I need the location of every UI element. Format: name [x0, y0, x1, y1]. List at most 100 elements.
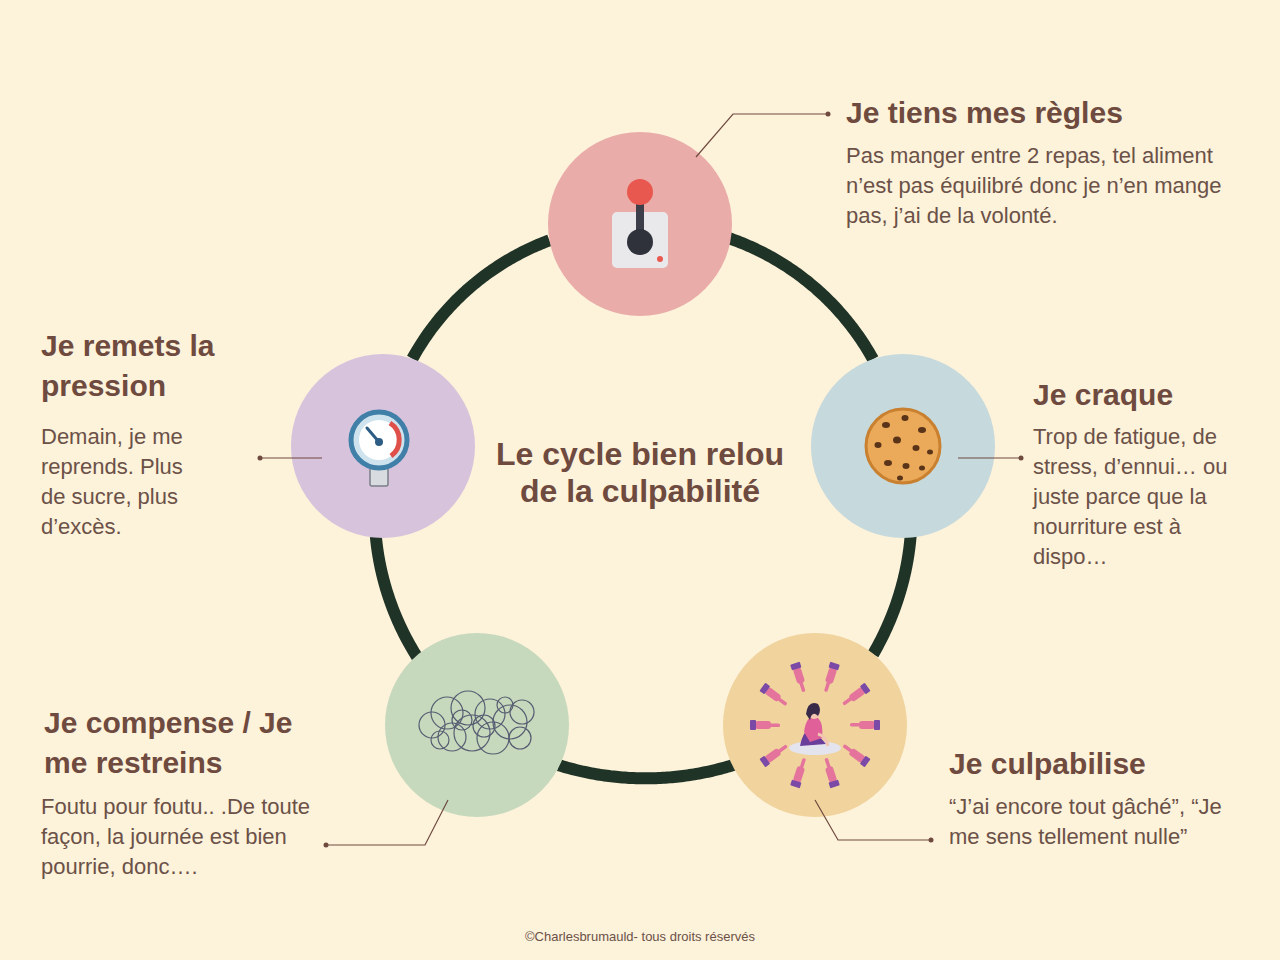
pressure-gauge-icon [367, 428, 379, 442]
text-holder: Je culpabilise [949, 744, 1269, 784]
scribble-icon [497, 697, 513, 713]
leader-dot [258, 456, 263, 461]
cookie-icon [902, 415, 909, 421]
leader-line [958, 457, 1020, 458]
scribble-icon [419, 712, 445, 738]
blamed-person-icon [750, 662, 880, 789]
joystick-icon [627, 229, 653, 255]
step-circle [548, 132, 732, 316]
cookie-icon [913, 445, 920, 451]
step-description: Trop de fatigue, de stress, d’ennui… ou … [1033, 422, 1253, 572]
leader-line [815, 800, 930, 840]
blamed-person-icon [759, 683, 789, 709]
blamed-person-icon [840, 742, 870, 768]
cookie-icon [897, 476, 903, 481]
step-description: Foutu pour foutu.. .De toute façon, la j… [41, 792, 313, 882]
text-holder: ©Charlesbrumauld- tous droits réservés [0, 928, 1280, 946]
scribble-icon [438, 723, 466, 751]
leader-dot [324, 843, 329, 848]
blamed-person-icon [790, 662, 809, 694]
step-heading: Je culpabilise [949, 744, 1269, 784]
cookie-icon [882, 422, 890, 428]
joystick-icon [627, 179, 653, 205]
scribble-icon [473, 715, 495, 737]
blamed-person-icon [800, 728, 826, 746]
cycle-step: Je craqueTrop de fatigue, de stress, d’e… [811, 354, 995, 538]
blamed-person-icon [759, 742, 789, 768]
leader-line [328, 800, 448, 845]
leader-dot [258, 112, 1024, 848]
step-circle [385, 633, 569, 817]
step-circle [548, 132, 732, 316]
cycle-ring-segment [412, 240, 549, 358]
joystick-icon [612, 212, 668, 268]
joystick-icon [657, 256, 663, 262]
step-heading: Je craque [1033, 375, 1268, 415]
leader-dot [826, 112, 831, 117]
cookie-icon [919, 466, 925, 471]
cycle-ring-segment [559, 765, 734, 778]
copyright-caption: ©Charlesbrumauld- tous droits réservés [0, 928, 1280, 946]
cycle-step: Je compense / Je me restreinsFoutu pour … [385, 633, 569, 817]
leader-dot [1019, 456, 1024, 461]
step-circle [723, 633, 907, 817]
text-holder: Foutu pour foutu.. .De toute façon, la j… [41, 792, 313, 882]
joystick-icon [612, 179, 668, 268]
scribble-icon [475, 699, 505, 729]
step-circle [385, 633, 569, 817]
scribble-icon [431, 697, 463, 729]
step-heading: Je remets la pression [41, 326, 256, 406]
diagram-title: Le cycle bien relou de la culpabilité [490, 436, 790, 510]
step-circle [811, 354, 995, 538]
pressure-gauge-icon [351, 412, 407, 486]
pressure-gauge-icon [370, 466, 388, 486]
step-circle [291, 354, 475, 538]
step-circle [723, 633, 907, 817]
text-holder: Trop de fatigue, de stress, d’ennui… ou … [1033, 422, 1253, 572]
cycle-ring-segment [729, 238, 873, 359]
blamed-person-icon [808, 707, 820, 719]
text-holder: Je compense / Je me restreins [44, 703, 300, 783]
scribble-icon [451, 691, 485, 725]
cookie-icon [884, 460, 892, 466]
cookie-icon [893, 437, 901, 444]
text-holder: Je craque [1033, 375, 1268, 415]
cookie-icon [875, 442, 882, 448]
blamed-person-icon [750, 720, 780, 730]
blamed-person-icon [790, 757, 809, 789]
cycle-ring-segment [873, 536, 911, 654]
leader-line [262, 114, 1020, 845]
text-holder: Pas manger entre 2 repas, tel aliment n’… [846, 141, 1236, 231]
blamed-person-icon [840, 683, 870, 709]
scribble-icon [431, 731, 449, 749]
step-description: Demain, je me reprends. Plus de sucre, p… [41, 422, 211, 542]
step-heading: Je tiens mes règles [846, 93, 1256, 133]
leader-dot [929, 838, 934, 843]
cycle-step: Je tiens mes règlesPas manger entre 2 re… [548, 132, 732, 316]
scribble-icon [419, 691, 534, 754]
pressure-gauge-icon [390, 423, 399, 456]
blamed-person-icon [804, 716, 822, 742]
cookie-icon [866, 409, 940, 483]
blamed-person-icon [789, 741, 841, 755]
joystick-icon [636, 194, 644, 240]
blamed-person-icon [850, 720, 880, 730]
pressure-gauge-icon [375, 438, 383, 446]
blamed-person-icon [806, 703, 820, 720]
scribble-icon [493, 705, 527, 739]
step-description: Pas manger entre 2 repas, tel aliment n’… [846, 141, 1236, 231]
blamed-person-icon [818, 734, 828, 746]
step-heading: Je compense / Je me restreins [44, 703, 300, 783]
text-holder: Demain, je me reprends. Plus de sucre, p… [41, 422, 211, 542]
pressure-gauge-icon [351, 412, 407, 468]
scribble-icon [454, 715, 490, 751]
text-holder: “J’ai encore tout gâché”, “Je me sens te… [949, 792, 1249, 852]
leader-line [262, 457, 322, 458]
cycle-step: Je culpabilise“J’ai encore tout gâché”, … [723, 633, 907, 817]
text-holder: Je remets la pression [41, 326, 256, 406]
text-holder: Je tiens mes règles [846, 93, 1256, 133]
cookie-icon [875, 415, 934, 481]
scribble-icon [452, 710, 472, 730]
text-holder: Le cycle bien relou de la culpabilité [490, 436, 790, 510]
cookie-icon [866, 409, 940, 483]
